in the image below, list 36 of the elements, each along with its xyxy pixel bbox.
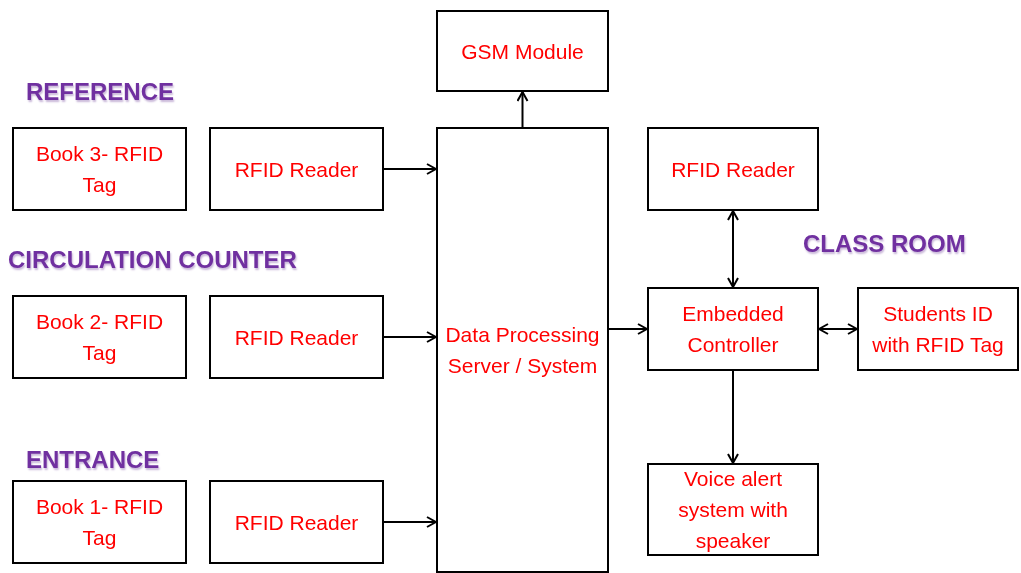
arrow [727, 370, 739, 464]
section-heading: CIRCULATION COUNTER [8, 245, 297, 275]
section-heading: REFERENCE [26, 77, 175, 107]
arrow [727, 210, 739, 288]
section-heading: CLASS ROOM [803, 229, 966, 259]
box-label: RFID Reader [234, 324, 359, 351]
process-box [209, 127, 384, 211]
process-box [436, 10, 609, 92]
section-heading: ENTRANCE [26, 445, 160, 475]
arrow [383, 516, 437, 528]
box-label: Embedded Controller [681, 301, 785, 358]
arrow [383, 163, 437, 175]
box-label: Students ID with RFID Tag [871, 301, 1005, 358]
box-label: Book 1- RFID Tag [34, 494, 165, 551]
process-box [209, 295, 384, 379]
process-box [12, 127, 187, 211]
process-box [12, 295, 187, 379]
box-label: RFID Reader [671, 156, 795, 183]
arrow [818, 323, 858, 335]
process-box [647, 127, 819, 211]
process-box [857, 287, 1019, 371]
process-box [647, 287, 819, 371]
arrow [383, 331, 437, 343]
process-box [647, 463, 819, 556]
arrow [608, 323, 648, 335]
process-box [12, 480, 187, 564]
box-label: Voice alert system with speaker [677, 466, 789, 554]
box-label: RFID Reader [234, 509, 359, 536]
box-label: RFID Reader [234, 156, 359, 183]
box-label: Book 3- RFID Tag [34, 141, 165, 198]
process-box [209, 480, 384, 564]
box-label: Data Processing Server / System [444, 322, 601, 379]
arrow [516, 91, 529, 128]
box-label: GSM Module [461, 38, 584, 65]
process-box [436, 127, 609, 573]
box-label: Book 2- RFID Tag [34, 309, 165, 366]
